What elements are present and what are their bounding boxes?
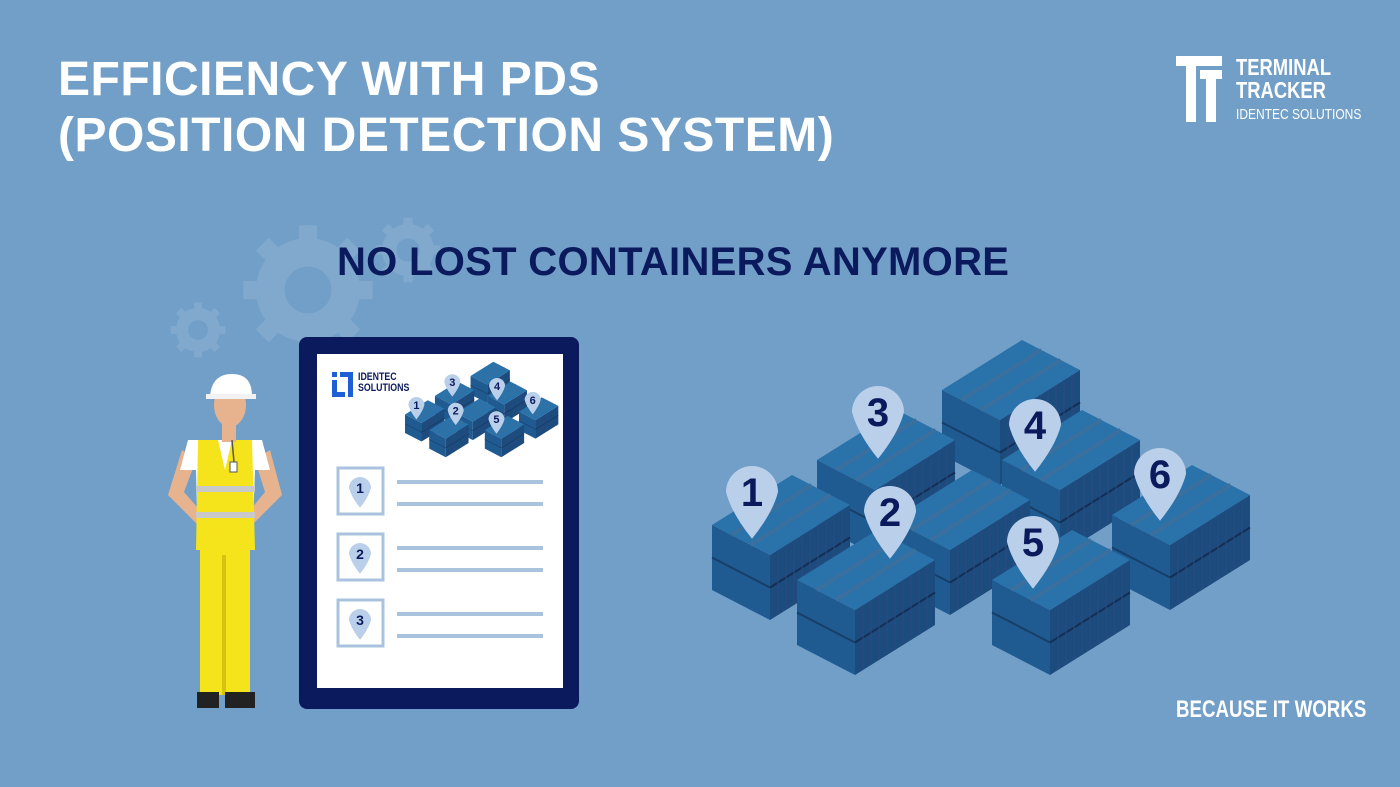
identec-logo-icon — [332, 372, 353, 397]
tagline: BECAUSE IT WORKS — [1176, 696, 1367, 723]
location-pin-icon: 1 — [726, 466, 778, 539]
page-title: EFFICIENCY WITH PDS(POSITION DETECTION S… — [58, 53, 835, 162]
subtitle: NO LOST CONTAINERS ANYMORE — [337, 240, 1010, 284]
pin-label: 4 — [1024, 404, 1047, 448]
pin-label: 1 — [356, 480, 364, 496]
container-stack — [484, 415, 525, 458]
location-pin-icon: 3 — [444, 374, 461, 397]
location-pin-icon: 2 — [349, 542, 371, 574]
brand-logo: TERMINAL TRACKER IDENTEC SOLUTIONS — [1236, 54, 1362, 124]
checklist-item: 1 — [336, 466, 543, 516]
location-pin-icon: 5 — [488, 411, 505, 434]
location-pin-icon: 2 — [864, 486, 916, 559]
pin-label: 2 — [453, 406, 459, 418]
tablet-device: 1 2 3 4 5 6 1 2 3 — [299, 337, 579, 709]
terminal-tracker-logo-icon — [1176, 56, 1222, 122]
checklist-item: 2 — [336, 532, 543, 582]
pin-label: 6 — [1149, 453, 1171, 497]
pin-label: 5 — [493, 414, 499, 426]
location-pin-icon: 1 — [408, 397, 425, 420]
location-pin-icon: 1 — [349, 476, 371, 508]
pin-label: 3 — [449, 377, 455, 389]
location-pin-icon: 2 — [447, 402, 464, 426]
pin-label: 1 — [741, 471, 763, 515]
pin-label: 5 — [1022, 521, 1044, 565]
pin-label: 3 — [867, 391, 889, 435]
location-pin-icon: 6 — [1134, 448, 1186, 521]
location-pin-icon: 4 — [489, 377, 506, 401]
worker-figure — [168, 374, 282, 708]
location-pin-icon: 3 — [349, 608, 371, 640]
pin-label: 4 — [494, 381, 501, 393]
container-stack — [429, 415, 469, 458]
container-stack — [796, 530, 936, 675]
gear-icon — [170, 217, 441, 358]
pin-label: 6 — [530, 395, 536, 407]
pin-label: 2 — [879, 491, 901, 535]
pin-label: 2 — [356, 546, 364, 562]
container-yard: 1 2 3 4 5 6 — [711, 340, 1251, 675]
checklist-item: 3 — [336, 598, 543, 648]
container-stack — [518, 397, 559, 439]
container-stack — [711, 475, 851, 620]
location-pin-icon: 6 — [524, 391, 541, 415]
location-pin-icon: 5 — [1007, 516, 1059, 589]
pin-label: 1 — [413, 400, 419, 412]
container-stack — [991, 530, 1131, 675]
location-pin-icon: 4 — [1009, 399, 1061, 472]
location-pin-icon: 3 — [852, 386, 904, 459]
pin-label: 3 — [356, 612, 364, 628]
